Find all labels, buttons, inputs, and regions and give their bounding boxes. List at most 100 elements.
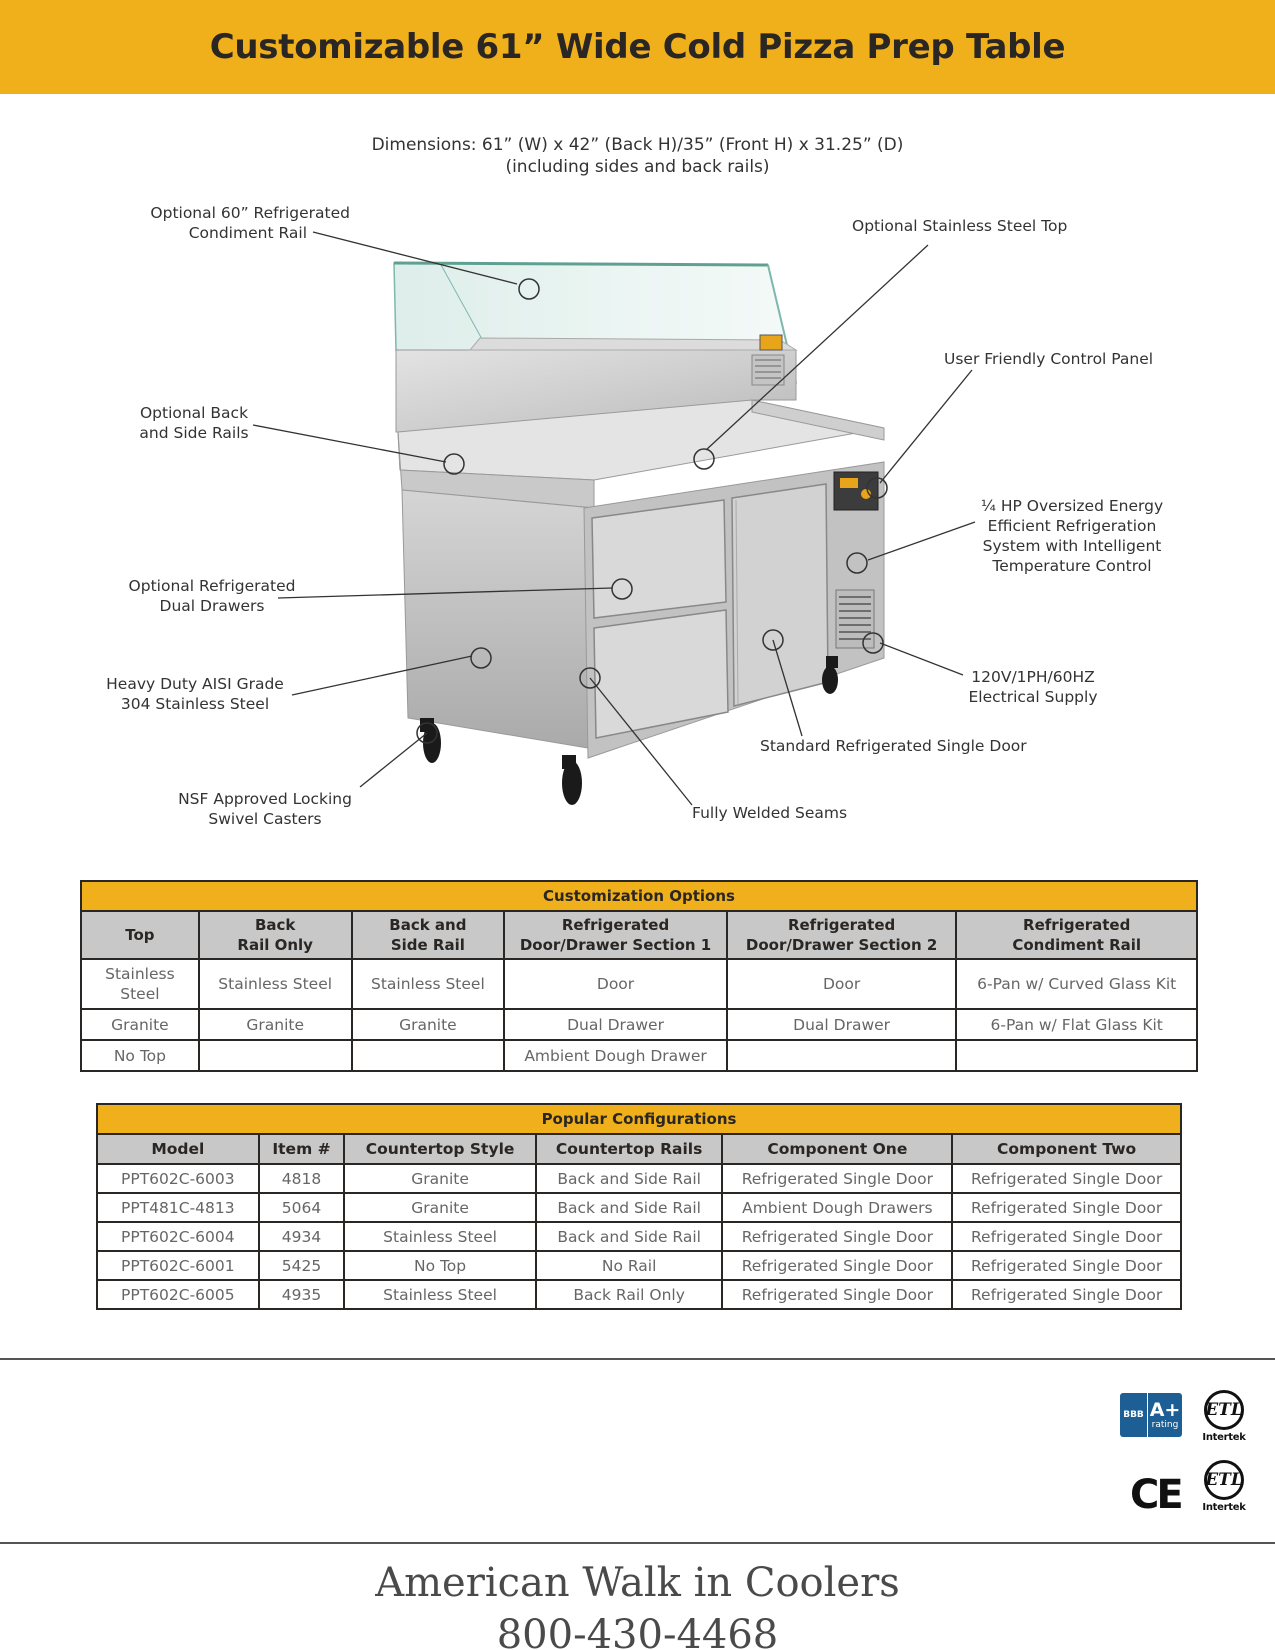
- table-cell: 5425: [257, 1250, 346, 1281]
- table-cell: Granite: [80, 1008, 200, 1041]
- table-cell: Refrigerated Single Door: [951, 1250, 1182, 1281]
- table-cell: No Rail: [534, 1250, 724, 1281]
- callout-back-side-rails: Optional Back and Side Rails: [124, 403, 264, 443]
- column-header: Countertop Style: [343, 1133, 537, 1165]
- bbb-rating-grade: A+: [1149, 1399, 1181, 1421]
- customization-options-title: Customization Options: [80, 880, 1198, 912]
- table-cell: Refrigerated Single Door: [951, 1279, 1182, 1310]
- company-name: American Walk in Coolers: [375, 1560, 900, 1606]
- table-row: PPT602C-6004 4934 Stainless Steel Back a…: [96, 1221, 1182, 1252]
- bbb-rating-label: rating: [1151, 1420, 1179, 1430]
- column-header: Top: [80, 910, 200, 960]
- bbb-rating-badge: BBB A+ rating: [1120, 1393, 1182, 1437]
- etl-mark: ETL: [1204, 1460, 1244, 1500]
- callout-back-side-rails-line-1: Optional Back: [139, 404, 249, 422]
- company-phone: 800-430-4468: [496, 1612, 779, 1650]
- callout-condiment-rail: Optional 60” Refrigerated Condiment Rail: [150, 203, 350, 243]
- etl-label: Intertek: [1202, 1502, 1246, 1513]
- table-row: PPT602C-6001 5425 No Top No Rail Refrige…: [96, 1250, 1182, 1281]
- table-cell: Refrigerated Single Door: [951, 1192, 1182, 1223]
- column-header: Item #: [257, 1133, 346, 1165]
- ce-mark-icon: CE: [1130, 1472, 1184, 1518]
- callout-welded-seams-line-1: Fully Welded Seams: [692, 804, 848, 822]
- callout-dual-drawers-line-1: Optional Refrigerated: [128, 577, 296, 595]
- etl-mark: ETL: [1204, 1390, 1244, 1430]
- table-cell: Granite: [343, 1163, 537, 1194]
- table-cell: Refrigerated Single Door: [721, 1163, 954, 1194]
- callout-electrical: 120V/1PH/60HZ Electrical Supply: [958, 667, 1108, 707]
- callout-control-panel: User Friendly Control Panel: [944, 349, 1153, 369]
- callout-stainless-steel: Heavy Duty AISI Grade 304 Stainless Stee…: [90, 674, 300, 714]
- callout-dual-drawers-line-2: Dual Drawers: [159, 597, 265, 615]
- etl-listed-icon: ETL Intertek: [1202, 1390, 1246, 1448]
- table-cell: 6-Pan w/ Flat Glass Kit: [955, 1008, 1198, 1041]
- callout-refrigeration-line-1: ¼ HP Oversized Energy: [980, 497, 1164, 515]
- table-cell: 4934: [257, 1221, 346, 1252]
- etl-listed-icon: ETL Intertek: [1202, 1460, 1246, 1518]
- callout-stainless-top-line-1: Optional Stainless Steel Top: [852, 217, 1068, 235]
- table-cell: 6-Pan w/ Curved Glass Kit: [955, 958, 1198, 1010]
- callout-refrigeration: ¼ HP Oversized Energy Efficient Refriger…: [960, 496, 1184, 576]
- table-cell: Dual Drawer: [503, 1008, 728, 1041]
- table-cell: [197, 1039, 353, 1072]
- table-cell: Back and Side Rail: [534, 1192, 724, 1223]
- callout-stainless-steel-line-2: 304 Stainless Steel: [120, 695, 270, 713]
- divider-bottom: [0, 1542, 1275, 1544]
- table-cell: PPT602C-6005: [96, 1279, 260, 1310]
- table-row: PPT602C-6003 4818 Granite Back and Side …: [96, 1163, 1182, 1194]
- column-header: Component Two: [951, 1133, 1182, 1165]
- table-cell: Refrigerated Single Door: [721, 1250, 954, 1281]
- column-header: Countertop Rails: [534, 1133, 724, 1165]
- table-cell: Door: [503, 958, 728, 1010]
- callout-electrical-line-2: Electrical Supply: [968, 688, 1098, 706]
- callout-condiment-rail-line-2: Condiment Rail: [188, 224, 307, 242]
- table-cell: PPT602C-6004: [96, 1221, 260, 1252]
- callout-condiment-rail-line-1: Optional 60” Refrigerated: [150, 204, 350, 222]
- callout-electrical-line-1: 120V/1PH/60HZ: [971, 668, 1095, 686]
- table-cell: Stainless Steel: [343, 1279, 537, 1310]
- table-cell: PPT602C-6001: [96, 1250, 260, 1281]
- column-header: Component One: [721, 1133, 954, 1165]
- table-cell: [955, 1039, 1198, 1072]
- table-cell: No Top: [80, 1039, 200, 1072]
- table-cell: 4818: [257, 1163, 346, 1194]
- table-cell: Ambient Dough Drawer: [503, 1039, 728, 1072]
- callout-casters-line-2: Swivel Casters: [208, 810, 322, 828]
- popular-header-row: Model Item # Countertop Style Countertop…: [96, 1133, 1182, 1165]
- table-row: PPT481C-4813 5064 Granite Back and Side …: [96, 1192, 1182, 1223]
- table-cell: No Top: [343, 1250, 537, 1281]
- product-diagram: [252, 231, 976, 806]
- divider-top: [0, 1358, 1275, 1360]
- callout-casters: NSF Approved Locking Swivel Casters: [160, 789, 370, 829]
- callout-control-panel-line-1: User Friendly Control Panel: [944, 350, 1154, 368]
- table-cell: Granite: [350, 1008, 506, 1041]
- callout-refrigeration-line-2: Efficient Refrigeration: [987, 517, 1157, 535]
- popular-configurations-title: Popular Configurations: [96, 1103, 1182, 1135]
- table-cell: PPT602C-6003: [96, 1163, 260, 1194]
- table-cell: 5064: [257, 1192, 346, 1223]
- bbb-rating: A+ rating: [1148, 1393, 1182, 1437]
- callout-welded-seams: Fully Welded Seams: [692, 803, 847, 823]
- table-cell: Dual Drawer: [725, 1008, 958, 1041]
- callout-single-door-line-1: Standard Refrigerated Single Door: [760, 737, 1027, 755]
- table-cell: Refrigerated Single Door: [951, 1221, 1182, 1252]
- table-cell: Granite: [343, 1192, 537, 1223]
- table-cell: 4935: [257, 1279, 346, 1310]
- popular-configurations-table: Popular Configurations Model Item # Coun…: [96, 1103, 1182, 1310]
- callout-back-side-rails-line-2: and Side Rails: [139, 424, 249, 442]
- table-cell: Stainless Steel: [197, 958, 353, 1010]
- table-row: PPT602C-6005 4935 Stainless Steel Back R…: [96, 1279, 1182, 1310]
- table-cell: Stainless Steel: [350, 958, 506, 1010]
- table-cell: Door: [725, 958, 958, 1010]
- table-cell: Ambient Dough Drawers: [721, 1192, 954, 1223]
- callout-stainless-top: Optional Stainless Steel Top: [852, 216, 1067, 236]
- table-cell: Granite: [197, 1008, 353, 1041]
- dimensions-text: Dimensions: 61” (W) x 42” (Back H)/35” (…: [0, 134, 1275, 178]
- header-banner: Customizable 61” Wide Cold Pizza Prep Ta…: [0, 0, 1275, 94]
